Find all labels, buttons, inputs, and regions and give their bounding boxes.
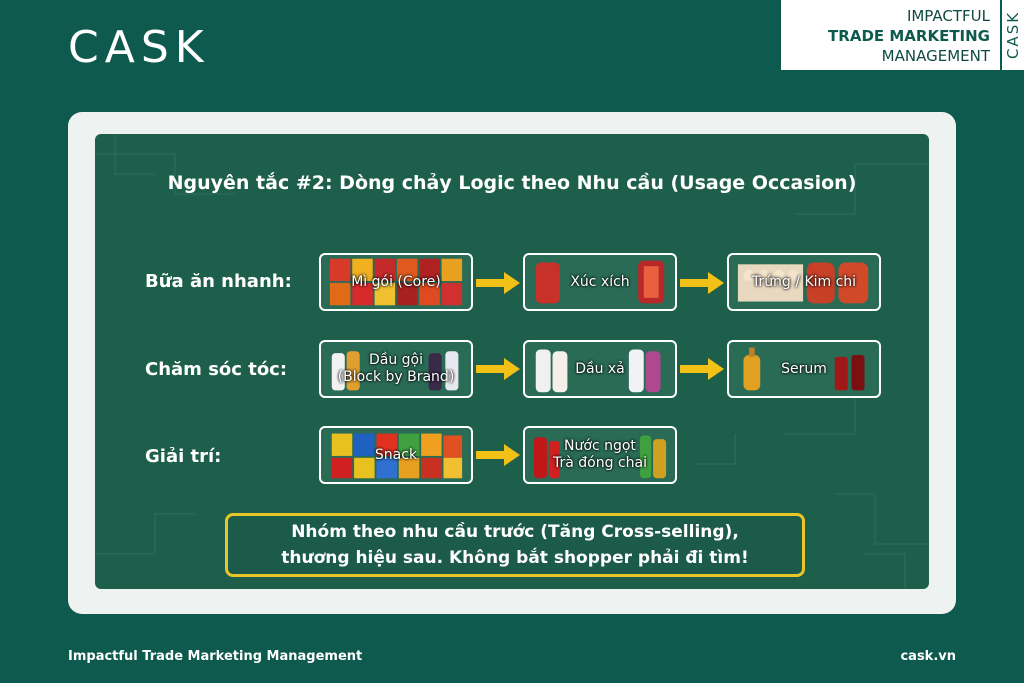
egg-kimchi-icon bbox=[737, 262, 869, 304]
row-label-quick-meal: Bữa ăn nhanh: bbox=[145, 271, 292, 292]
shampoo-bottle-icon bbox=[331, 351, 459, 391]
arrow-right-icon bbox=[680, 272, 724, 294]
badge-side: CASK bbox=[1000, 0, 1024, 70]
step-label: Mì gói (Core) bbox=[351, 273, 441, 290]
note-line-2: thương hiệu sau. Không bắt shopper phải … bbox=[281, 548, 749, 568]
snack-bag-icon bbox=[331, 433, 463, 479]
arrow-right-icon bbox=[476, 272, 520, 294]
step-noodles: Mì gói (Core) bbox=[319, 253, 473, 311]
step-drinks: Nước ngọt Trà đóng chai bbox=[523, 426, 677, 484]
badge-line-1: IMPACTFUL bbox=[906, 7, 990, 25]
slide-title: Nguyên tắc #2: Dòng chảy Logic theo Nhu … bbox=[167, 172, 857, 194]
circuit-lines-decoration bbox=[95, 134, 929, 589]
serum-bottle-icon bbox=[743, 347, 865, 391]
badge-side-text: CASK bbox=[1004, 10, 1022, 60]
row-label-hair-care: Chăm sóc tóc: bbox=[145, 359, 288, 380]
step-shampoo: Dầu gội (Block by Brand) bbox=[319, 340, 473, 398]
step-label: Trứng / Kim chi bbox=[751, 273, 857, 290]
step-serum: Serum bbox=[727, 340, 881, 398]
row-label-entertainment: Giải trí: bbox=[145, 446, 222, 467]
step-sausage: Xúc xích bbox=[523, 253, 677, 311]
key-takeaway-box: Nhóm theo nhu cầu trước (Tăng Cross-sell… bbox=[225, 513, 805, 577]
footer-website[interactable]: cask.vn bbox=[900, 649, 956, 664]
badge-text: IMPACTFUL TRADE MARKETING MANAGEMENT bbox=[781, 0, 1000, 70]
step-label: Serum bbox=[781, 360, 827, 377]
footer-tagline: Impactful Trade Marketing Management bbox=[68, 649, 363, 664]
sausage-icon bbox=[535, 260, 665, 304]
badge-line-3: MANAGEMENT bbox=[881, 47, 990, 65]
arrow-right-icon bbox=[476, 444, 520, 466]
step-conditioner: Dầu xả bbox=[523, 340, 677, 398]
step-label: Xúc xích bbox=[570, 273, 630, 290]
step-snack: Snack bbox=[319, 426, 473, 484]
badge-line-2: TRADE MARKETING bbox=[828, 27, 990, 45]
step-egg-kimchi: Trứng / Kim chi bbox=[727, 253, 881, 311]
chalkboard: Nguyên tắc #2: Dòng chảy Logic theo Nhu … bbox=[95, 134, 929, 589]
noodle-pack-icon bbox=[329, 258, 463, 306]
step-label: Snack bbox=[374, 446, 418, 463]
step-label: Dầu gội (Block by Brand) bbox=[338, 352, 455, 386]
soft-drink-bottle-icon bbox=[533, 435, 667, 479]
impactful-badge: IMPACTFUL TRADE MARKETING MANAGEMENT CAS… bbox=[781, 0, 1024, 70]
step-label-line-2: (Block by Brand) bbox=[337, 369, 455, 385]
arrow-right-icon bbox=[476, 358, 520, 380]
arrow-right-icon bbox=[680, 358, 724, 380]
step-label: Nước ngọt Trà đóng chai bbox=[553, 438, 647, 472]
step-label: Dầu xả bbox=[575, 360, 625, 377]
step-label-line-2: Trà đóng chai bbox=[553, 455, 647, 471]
step-label-line-1: Dầu gội bbox=[368, 352, 424, 368]
conditioner-bottle-icon bbox=[535, 349, 661, 393]
step-label-line-1: Nước ngọt bbox=[564, 438, 636, 454]
cask-logo: CASK bbox=[68, 22, 210, 73]
note-line-1: Nhóm theo nhu cầu trước (Tăng Cross-sell… bbox=[291, 522, 739, 542]
